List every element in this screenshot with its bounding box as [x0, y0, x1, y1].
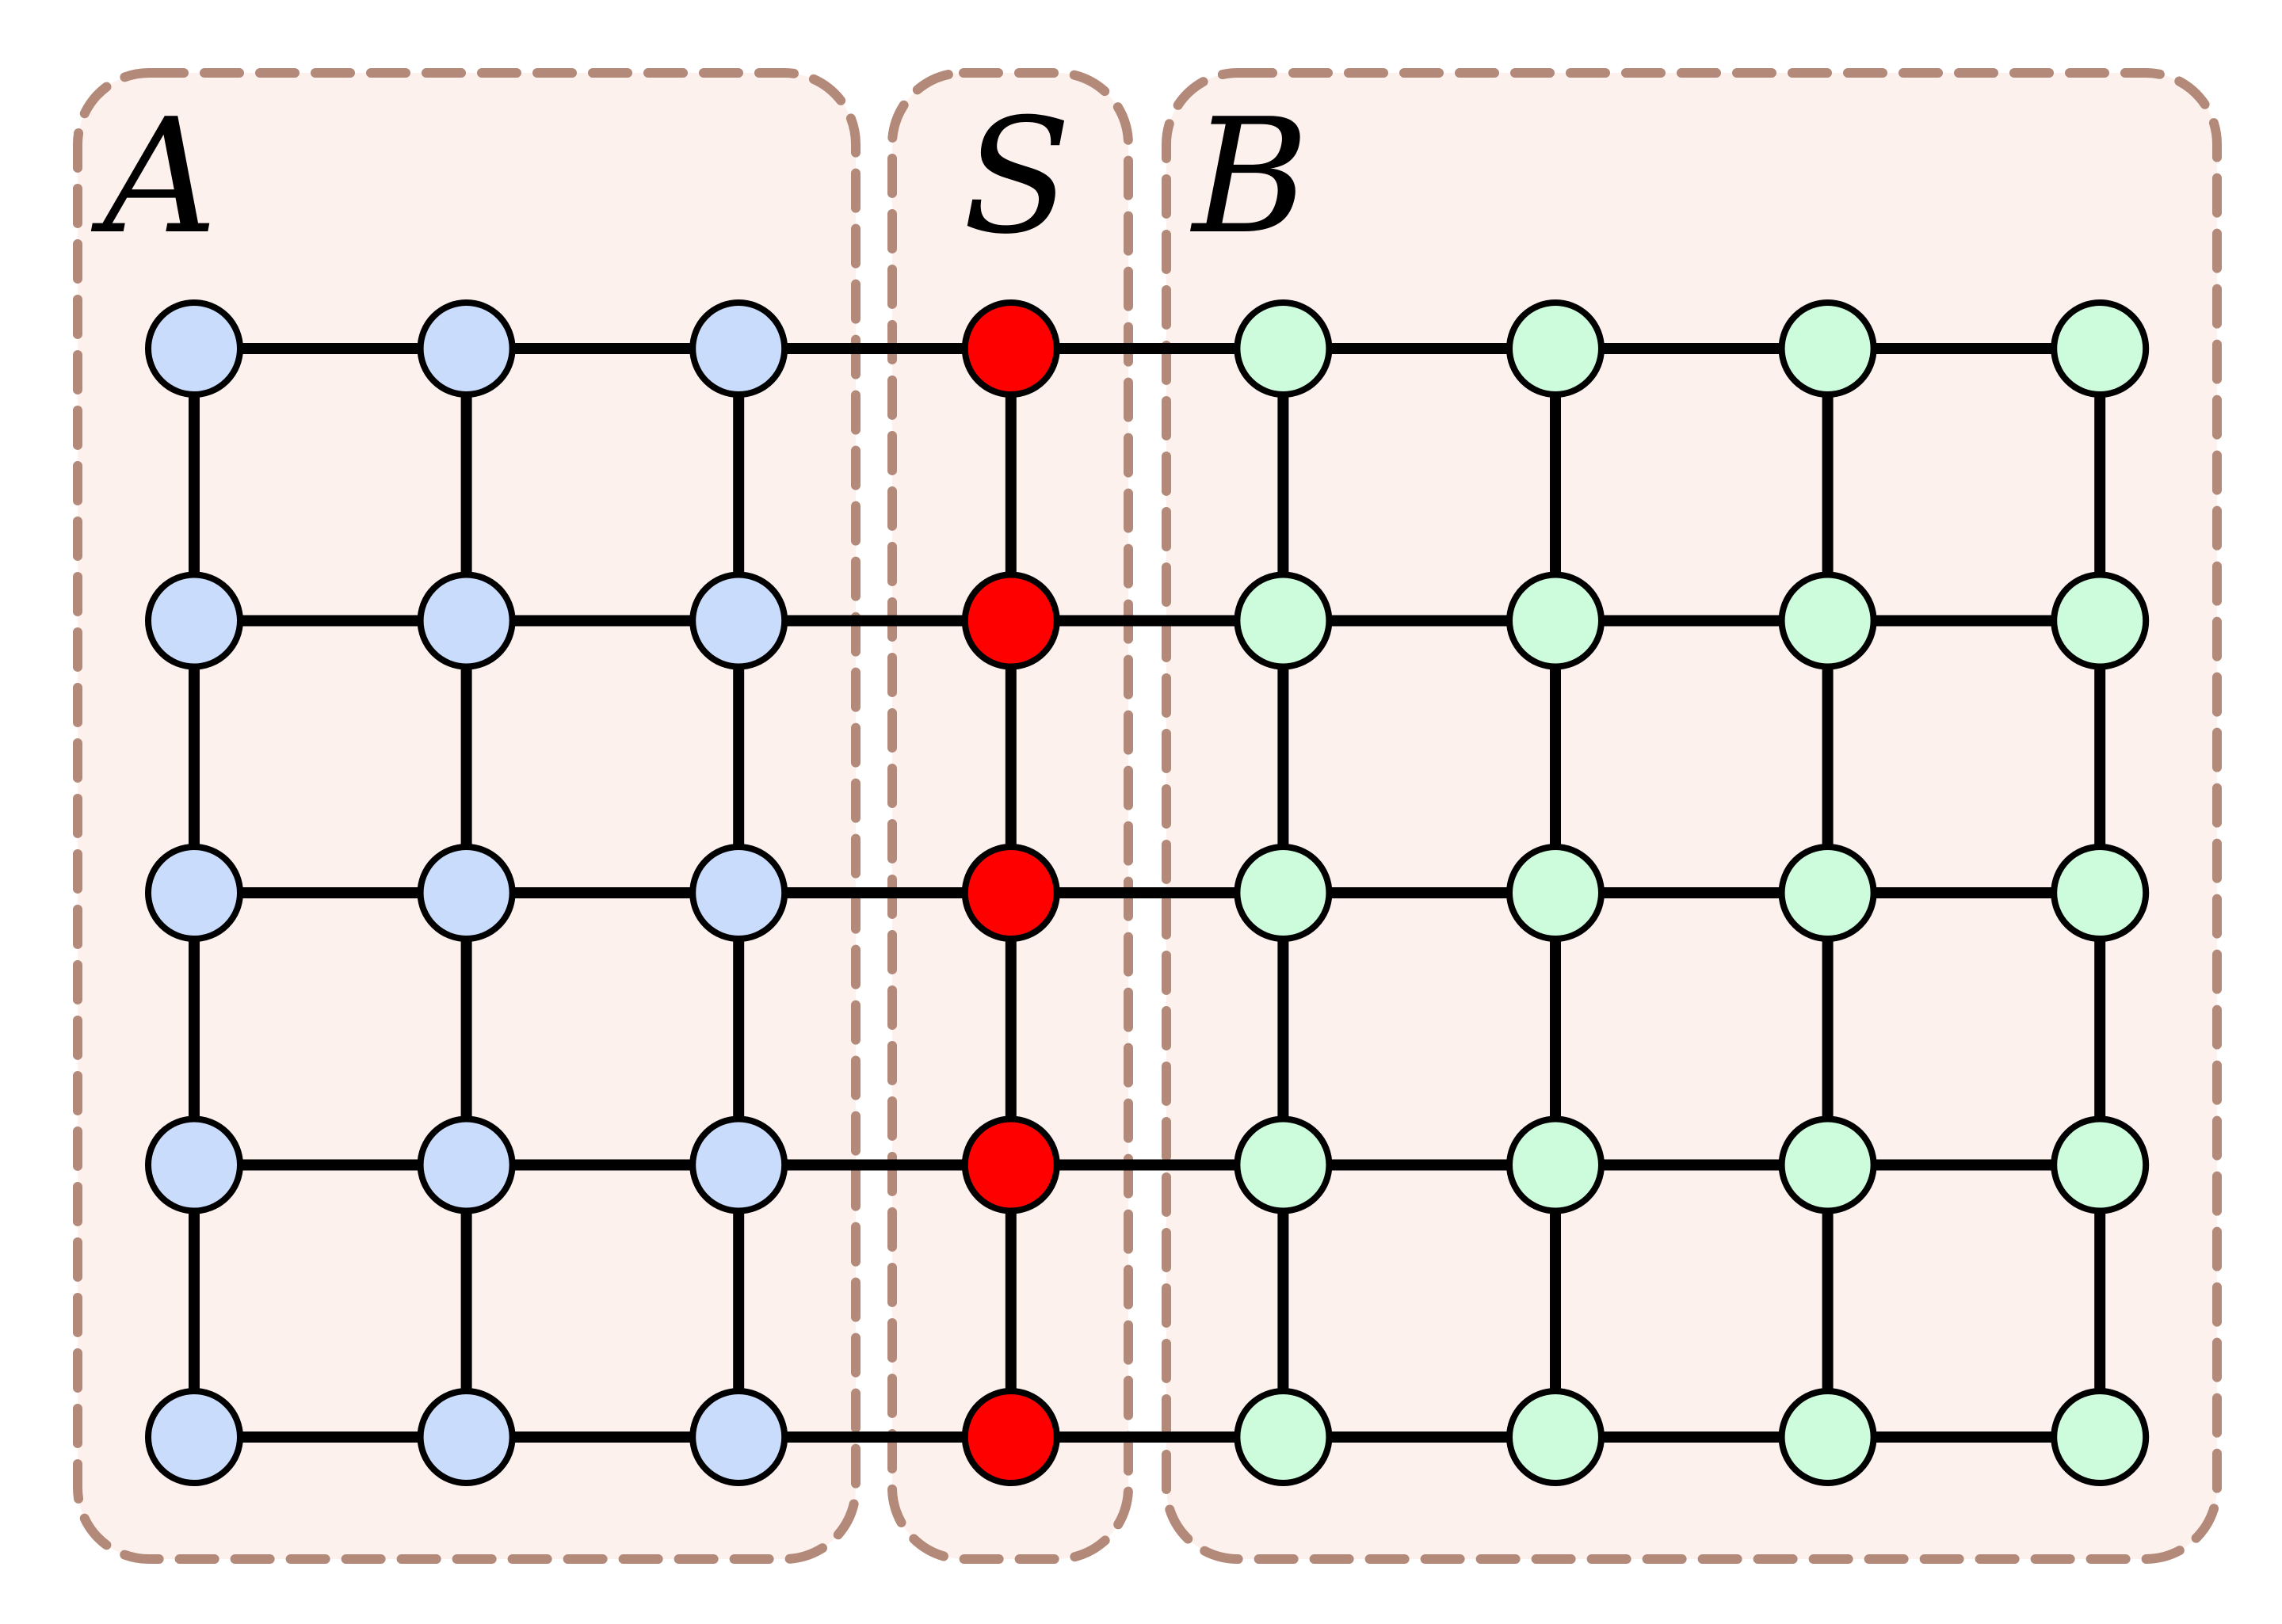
node-a: [145, 844, 243, 942]
nodes-layer: [145, 299, 2150, 1486]
node-a: [145, 1388, 243, 1486]
node-a: [417, 1115, 516, 1214]
node-b: [1778, 844, 1877, 942]
node-b: [2051, 571, 2150, 670]
node-b: [1234, 571, 1333, 670]
node-a: [417, 571, 516, 670]
node-b: [1778, 1115, 1877, 1214]
node-b: [1778, 299, 1877, 398]
node-a: [689, 571, 788, 670]
node-b: [1234, 299, 1333, 398]
node-s: [961, 1388, 1060, 1486]
node-b: [2051, 299, 2150, 398]
node-a: [417, 299, 516, 398]
node-a: [689, 1388, 788, 1486]
node-s: [961, 844, 1060, 942]
node-b: [2051, 844, 2150, 942]
node-b: [1506, 844, 1605, 942]
node-s: [961, 1115, 1060, 1214]
node-a: [145, 1115, 243, 1214]
node-s: [961, 299, 1060, 398]
node-a: [145, 299, 243, 398]
node-b: [1234, 1388, 1333, 1486]
regions-layer: A S B: [73, 68, 2222, 1564]
node-b: [1234, 1115, 1333, 1214]
node-b: [1778, 1388, 1877, 1486]
node-a: [145, 571, 243, 670]
node-b: [1506, 1115, 1605, 1214]
node-a: [689, 1115, 788, 1214]
node-a: [417, 1388, 516, 1486]
node-a: [689, 844, 788, 942]
node-a: [417, 844, 516, 942]
node-s: [961, 571, 1060, 670]
node-a: [689, 299, 788, 398]
node-b: [2051, 1388, 2150, 1486]
node-b: [2051, 1115, 2150, 1214]
region-b-label: B: [1189, 85, 1309, 269]
node-b: [1506, 571, 1605, 670]
node-b: [1234, 844, 1333, 942]
node-b: [1778, 571, 1877, 670]
node-b: [1506, 1388, 1605, 1486]
region-b-box: [1162, 68, 2222, 1564]
region-s-label: S: [963, 85, 1071, 269]
node-b: [1506, 299, 1605, 398]
region-a-label: A: [90, 85, 217, 269]
